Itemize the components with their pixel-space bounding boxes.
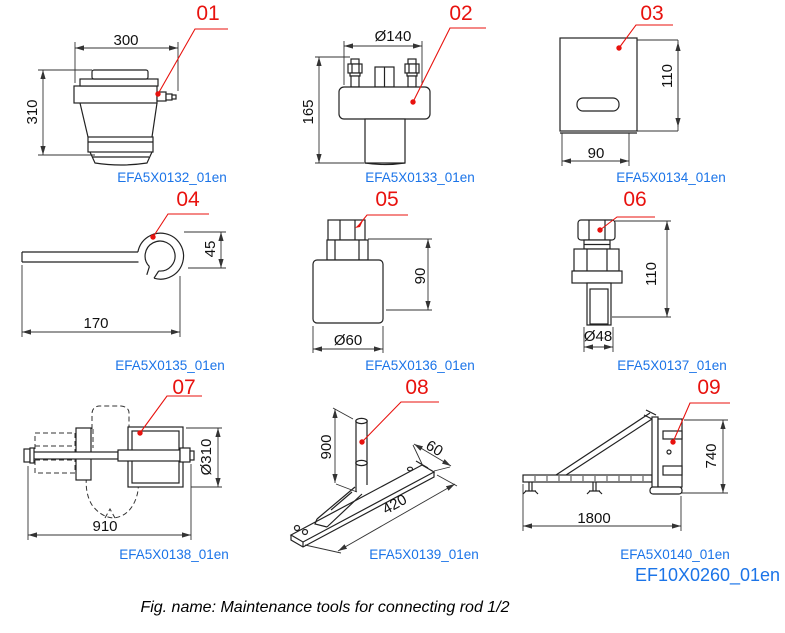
tool-03-drawing: [559, 24, 681, 166]
tool-06-dim-height: 110: [643, 262, 660, 286]
tool-08-dim-height: 900: [318, 434, 335, 460]
tool-05-dim-height: 90: [412, 267, 429, 285]
tool-03-callout: 03: [640, 2, 664, 25]
tool-07-dim-length: 910: [92, 518, 118, 535]
tool-07-dim-diameter: Ø310: [198, 438, 215, 476]
tool-01-dim-height: 310: [24, 99, 41, 125]
tool-04-dim-length: 170: [83, 315, 109, 332]
tool-04-code: EFA5X0135_01en: [115, 358, 225, 373]
drawing-code: EF10X0260_01en: [634, 565, 781, 585]
tool-04-callout: 04: [176, 188, 200, 211]
tool-09-code: EFA5X0140_01en: [620, 547, 730, 562]
tool-06-drawing: [571, 216, 671, 352]
tool-09-callout: 09: [697, 376, 721, 399]
tool-09-drawing: [522, 402, 730, 531]
tool-06-code: EFA5X0137_01en: [617, 358, 727, 373]
tool-06-callout: 06: [623, 188, 647, 211]
tool-01-callout: 01: [196, 2, 220, 25]
tool-07-drawing: [23, 395, 222, 540]
tool-04-drawing: [21, 213, 226, 337]
tool-02-dim-diameter: Ø140: [374, 28, 412, 45]
tool-05-callout: 05: [375, 188, 399, 211]
tool-07-code: EFA5X0138_01en: [119, 547, 229, 562]
tool-06-dim-diameter: Ø48: [583, 328, 613, 345]
tool-07-callout: 07: [172, 376, 196, 399]
tool-05-dim-diameter: Ø60: [333, 332, 363, 349]
tool-02-callout: 02: [449, 2, 473, 25]
tool-03-dim-width: 90: [587, 145, 605, 162]
tool-09-dim-height: 740: [703, 443, 720, 469]
tool-03-dim-height: 110: [659, 64, 676, 88]
tool-08-code: EFA5X0139_01en: [369, 547, 479, 562]
tool-01-dim-width: 300: [113, 32, 139, 49]
tool-05-code: EFA5X0136_01en: [365, 358, 475, 373]
tool-01-code: EFA5X0132_01en: [117, 170, 227, 185]
tool-02-code: EFA5X0133_01en: [365, 170, 475, 185]
tool-09-dim-length: 1800: [577, 510, 611, 527]
tool-02-drawing: [315, 27, 486, 166]
tool-03-code: EFA5X0134_01en: [616, 170, 726, 185]
tool-01-drawing: [38, 28, 228, 166]
tool-05-drawing: [312, 214, 432, 353]
figure-caption: Fig. name: Maintenance tools for connect…: [140, 599, 510, 616]
tool-04-dim-height: 45: [202, 240, 219, 258]
tool-08-drawing: [289, 401, 458, 554]
tool-02-dim-height: 165: [300, 99, 317, 125]
tool-08-callout: 08: [405, 376, 429, 399]
